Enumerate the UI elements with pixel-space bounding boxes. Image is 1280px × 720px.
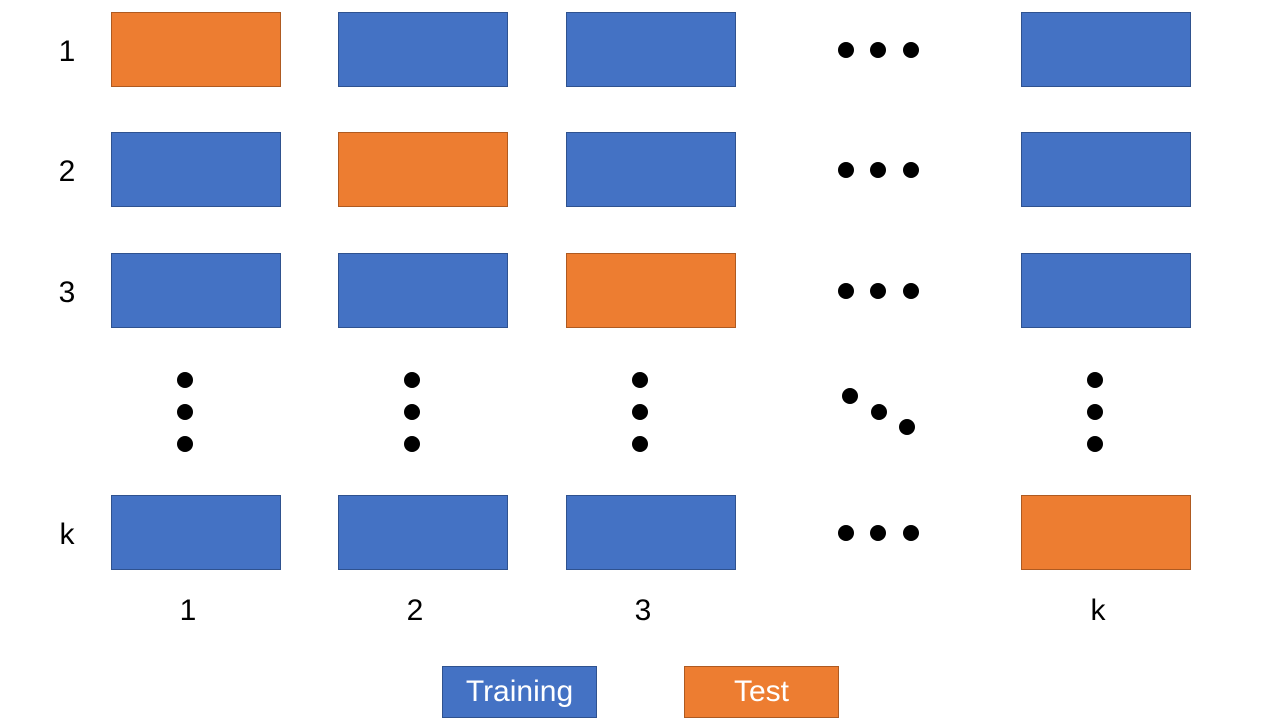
row-ellipsis-dot [870, 161, 886, 178]
column-ellipsis-dot [177, 404, 193, 420]
legend-test: Test [684, 666, 839, 718]
column-label-4: k [1090, 594, 1106, 627]
column-ellipsis-dot [404, 436, 420, 452]
column-label-1: 1 [179, 594, 197, 627]
row-ellipsis-dot [903, 161, 919, 178]
row-label-4: k [59, 517, 75, 551]
legend-training-label: Training [465, 675, 574, 708]
row-ellipsis-dot [838, 282, 854, 299]
column-ellipsis-dot [632, 404, 648, 420]
fold-train-box [111, 132, 281, 207]
column-ellipsis-dot [177, 372, 193, 388]
fold-test-box [111, 12, 281, 87]
fold-train-box [338, 12, 508, 87]
row-ellipsis-dot [903, 41, 919, 58]
row-ellipsis-dot [838, 41, 854, 58]
column-label-3: 3 [634, 594, 652, 627]
column-ellipsis-dot [1087, 436, 1103, 452]
diagonal-ellipsis-dot [899, 419, 915, 435]
row-ellipsis-dot [870, 282, 886, 299]
column-ellipsis-dot [632, 372, 648, 388]
fold-test-box [1021, 495, 1191, 570]
row-label-3: 3 [58, 275, 76, 309]
column-label-2: 2 [406, 594, 424, 627]
row-ellipsis-dot [838, 161, 854, 178]
legend-training: Training [442, 666, 597, 718]
row-ellipsis-dot [838, 524, 854, 541]
fold-train-box [566, 495, 736, 570]
column-ellipsis-dot [177, 436, 193, 452]
fold-train-box [338, 495, 508, 570]
row-ellipsis-dot [903, 524, 919, 541]
row-ellipsis-dot [903, 282, 919, 299]
fold-train-box [566, 132, 736, 207]
row-ellipsis-dot [870, 524, 886, 541]
fold-test-box [566, 253, 736, 328]
legend-test-label: Test [733, 675, 790, 708]
diagonal-ellipsis-dot [842, 388, 858, 404]
row-label-2: 2 [58, 154, 76, 188]
row-label-1: 1 [58, 34, 76, 68]
row-ellipsis-dot [870, 41, 886, 58]
column-ellipsis-dot [1087, 372, 1103, 388]
fold-train-box [1021, 12, 1191, 87]
fold-train-box [1021, 253, 1191, 328]
fold-train-box [1021, 132, 1191, 207]
fold-train-box [338, 253, 508, 328]
column-ellipsis-dot [404, 372, 420, 388]
column-ellipsis-dot [404, 404, 420, 420]
column-ellipsis-dot [1087, 404, 1103, 420]
fold-test-box [338, 132, 508, 207]
diagonal-ellipsis-dot [871, 404, 887, 420]
fold-train-box [566, 12, 736, 87]
fold-train-box [111, 495, 281, 570]
fold-train-box [111, 253, 281, 328]
column-ellipsis-dot [632, 436, 648, 452]
